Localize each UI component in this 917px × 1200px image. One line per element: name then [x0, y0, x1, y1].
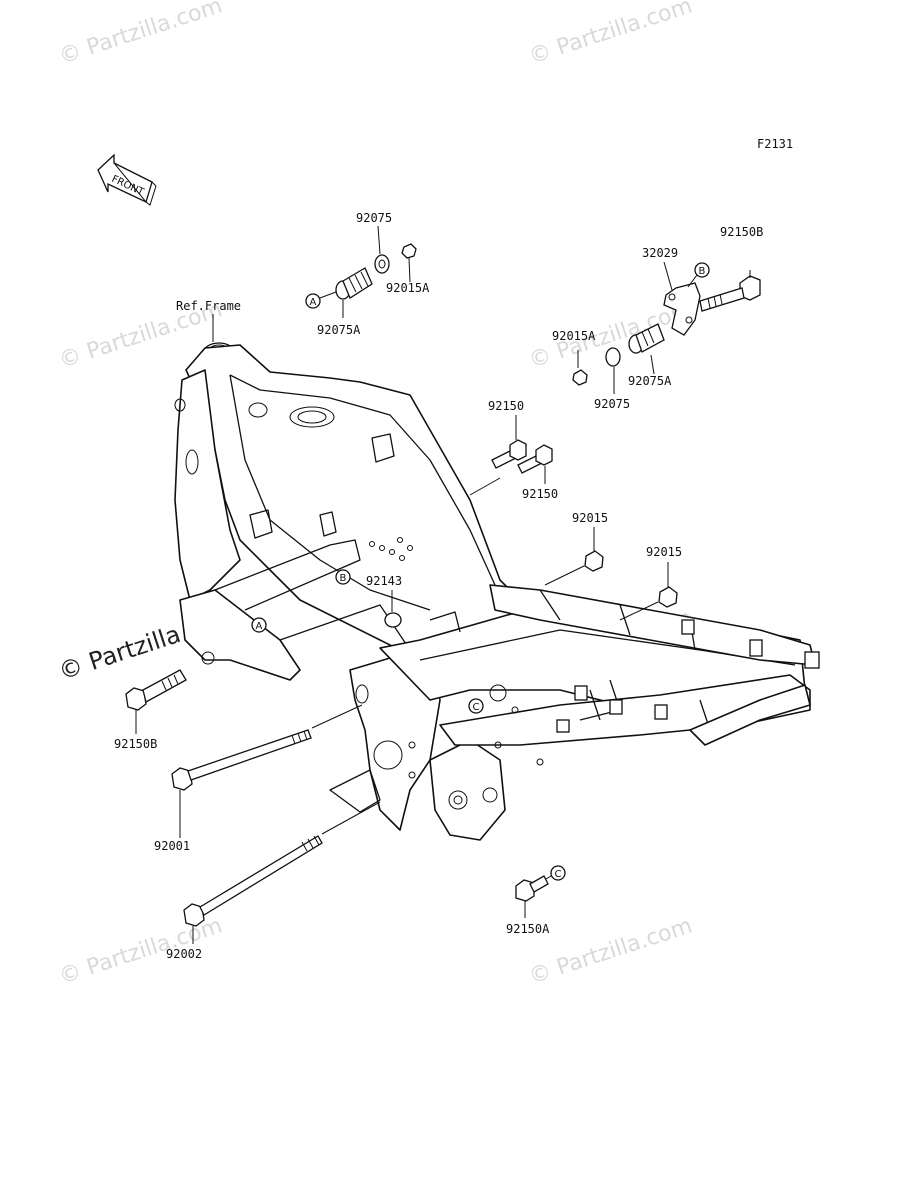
motorcycle-frame — [174, 342, 820, 841]
part-label[interactable]: 92075 — [594, 397, 630, 411]
part-label[interactable]: 92002 — [166, 947, 202, 961]
part-label[interactable]: 92150 — [488, 399, 524, 413]
collar-part[interactable] — [628, 323, 665, 354]
callout-a: A — [305, 291, 337, 309]
spacer-part[interactable] — [374, 254, 390, 274]
callout-letter: B — [340, 573, 347, 584]
bolt-part[interactable] — [515, 875, 549, 918]
spacer-part[interactable] — [605, 347, 621, 367]
part-label[interactable]: 92075A — [317, 323, 361, 337]
part-label[interactable]: 92150B — [720, 225, 763, 239]
watermark: © Partzilla.com — [56, 0, 225, 70]
bolt-part[interactable] — [517, 444, 553, 484]
engine-mount-left-group: A — [305, 225, 417, 318]
watermark: © Partzilla.com — [526, 0, 695, 70]
frame-holes — [369, 537, 544, 766]
callout-letter: A — [256, 621, 263, 632]
ref-frame-label: Ref.Frame — [176, 299, 241, 313]
part-label[interactable]: 92150A — [506, 922, 550, 936]
nut-part[interactable] — [401, 243, 417, 259]
part-label[interactable]: 92075 — [356, 211, 392, 225]
part-label[interactable]: 92015 — [646, 545, 682, 559]
part-label[interactable]: 92075A — [628, 374, 672, 388]
figure-code: F2131 — [757, 137, 793, 151]
bolt-part[interactable] — [699, 275, 761, 312]
part-label[interactable]: 92150 — [522, 487, 558, 501]
callout-a: A — [251, 617, 267, 633]
nut-part[interactable] — [572, 369, 588, 386]
part-label[interactable]: 92015A — [386, 281, 430, 295]
collar-part[interactable] — [335, 267, 373, 300]
part-label[interactable]: 92143 — [366, 574, 402, 588]
part-label[interactable]: 92015A — [552, 329, 596, 343]
part-label[interactable]: 92150B — [114, 737, 157, 751]
bracket-part[interactable] — [663, 282, 701, 336]
callout-letter: B — [699, 266, 706, 277]
bolt-part[interactable] — [183, 835, 323, 944]
part-label[interactable]: 32029 — [642, 246, 678, 260]
callout-letter: C — [555, 869, 562, 880]
nut-part[interactable] — [658, 562, 678, 608]
callout-letter: A — [310, 297, 317, 308]
bolt-part[interactable] — [491, 415, 527, 469]
nut-part[interactable] — [584, 527, 604, 572]
bolt-part[interactable] — [125, 669, 187, 734]
callout-c: C — [468, 698, 484, 714]
watermark: © Partzilla.com — [526, 913, 695, 989]
callout-c: C — [545, 865, 566, 881]
callout-b: B — [687, 262, 710, 288]
callout-letter: C — [473, 702, 480, 713]
bolt-part[interactable] — [171, 729, 312, 838]
part-label[interactable]: 92001 — [154, 839, 190, 853]
engine-mount-right-group: B — [572, 261, 761, 394]
front-arrow-icon: FRONT — [97, 153, 157, 206]
callout-b: B — [335, 569, 351, 585]
spacer-part[interactable] — [384, 590, 402, 628]
part-label[interactable]: 92015 — [572, 511, 608, 525]
